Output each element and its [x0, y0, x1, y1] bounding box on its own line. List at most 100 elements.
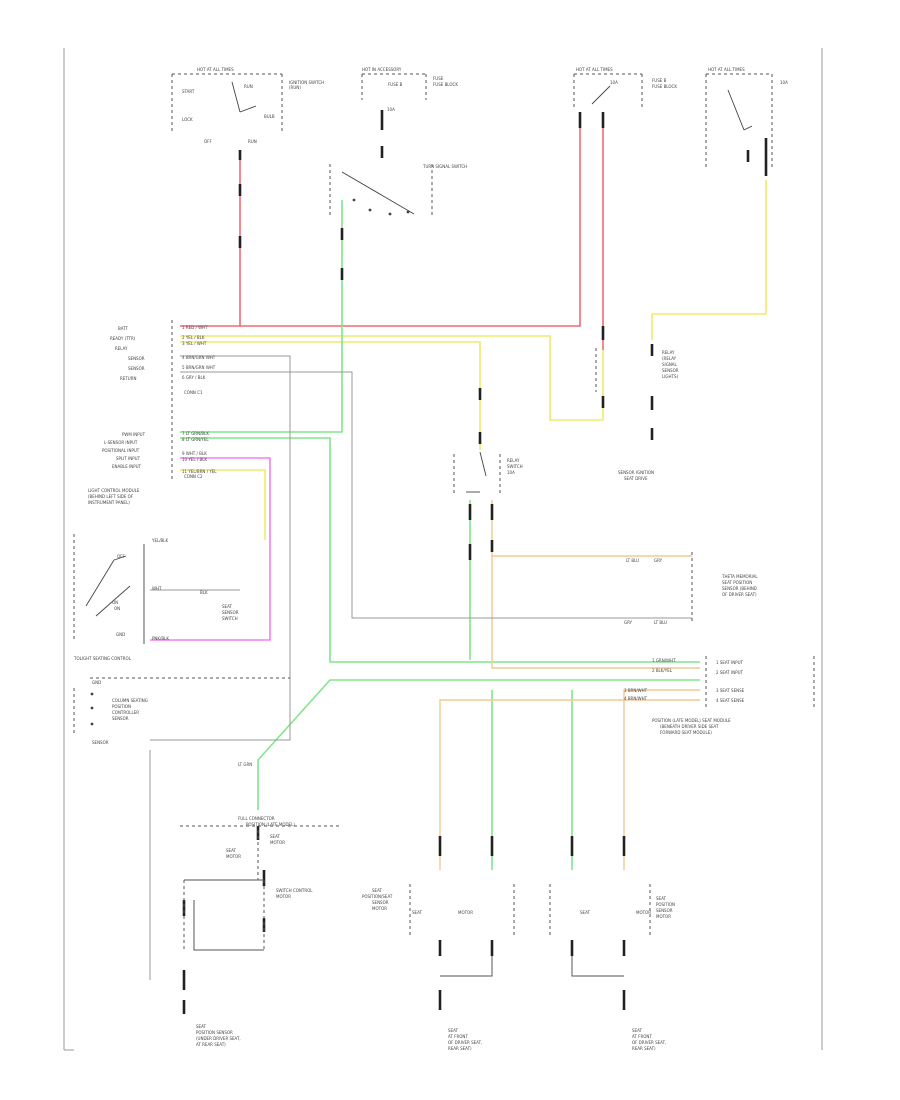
- diagram-label: LOCK: [182, 117, 193, 122]
- diagram-label: INSTRUMENT PANEL): [88, 500, 130, 505]
- diagram-label: MOTOR: [270, 840, 285, 845]
- diagram-label: PWM INPUT: [122, 432, 146, 437]
- diagram-label: SEAT DRIVE: [624, 476, 648, 481]
- diagram-label: OF DRIVER SEAT): [722, 592, 757, 597]
- diagram-label: 5 BRN/GRN WHT: [182, 365, 216, 370]
- diagram-label: BLK: [200, 590, 208, 595]
- diagram-label: 9 WHT / BLK: [182, 451, 207, 456]
- diagram-label: SEAT: [226, 848, 236, 853]
- fuse-block-3: HOT AT ALL TIMES 10A FUSE B FUSE BLOCK: [573, 67, 677, 108]
- diagram-label: TURN SIGNAL SWITCH: [422, 164, 467, 169]
- diagram-label: SEAT: [412, 910, 422, 915]
- seating-relay-panel: GND COLUMN SEATING POSITION CONTROLLER S…: [73, 677, 290, 745]
- diagram-label: SEAT: [580, 910, 590, 915]
- diagram-label: WHT: [152, 586, 162, 591]
- relay-sensor-right: RELAY (RELAY SIGNAL SENSOR LIGHTS) SENSO…: [595, 348, 679, 481]
- diagram-label: 10A: [610, 80, 618, 85]
- diagram-label: SEAT: [196, 1024, 206, 1029]
- wires-gray: [149, 355, 692, 980]
- diagram-label: RUN: [244, 84, 253, 89]
- diagram-label: SEAT POSITION: [722, 580, 752, 585]
- diagram-label: POSITION SENSOR: [196, 1030, 233, 1035]
- diagram-label: SEAT: [270, 834, 280, 839]
- page-frame: [63, 48, 823, 1051]
- diagram-label: LT BLU: [626, 558, 639, 563]
- diagram-label: (UNDER DRIVER SEAT,: [196, 1036, 241, 1041]
- diagram-label: 10A: [387, 107, 395, 112]
- diagram-label: MOTOR: [656, 914, 671, 919]
- diagram-label: POSITION: [112, 704, 131, 709]
- light-control-module: BATT READY (TTR) RELAY SENSOR SENSOR RET…: [88, 320, 217, 505]
- diagram-label: SENSOR: [662, 368, 679, 373]
- diagram-label: LT GRN: [238, 762, 252, 767]
- diagram-label: SWITCH: [222, 616, 238, 621]
- diagram-label: SENSOR: [128, 356, 145, 361]
- diagram-label: RETURN: [120, 376, 136, 381]
- diagram-label: POSITION (LATE MODEL): [246, 822, 295, 827]
- diagram-label: L-SENSOR INPUT: [104, 440, 138, 445]
- diagram-label: MOTOR: [636, 910, 651, 915]
- diagram-label: CONTROLLER: [112, 710, 139, 715]
- diagram-label: (RUN): [289, 85, 301, 90]
- turn-signal-switch: TURN SIGNAL SWITCH: [329, 164, 467, 216]
- diagram-label: POSITION (LATE MODEL) SEAT MODULE: [652, 718, 731, 723]
- diagram-label: 2 BLK/YEL: [652, 668, 673, 673]
- diagram-label: RELAY: [507, 458, 520, 463]
- wires-orange: [439, 500, 700, 870]
- diagram-label: LIGHTS): [662, 374, 678, 379]
- diagram-label: 3 BRN/WHT: [624, 688, 648, 693]
- diagram-label: IGNITION SWITCH: [289, 80, 324, 85]
- inline-connectors: [182, 110, 768, 1014]
- diagram-label: SENSOR: [372, 900, 389, 905]
- diagram-label: TOLIGHT SEATING CONTROL: [73, 656, 132, 661]
- diagram-label: FULL CONNECTOR: [238, 816, 275, 821]
- diagram-label: LIGHT CONTROL MODULE: [88, 488, 140, 493]
- diagram-label: LT BLU: [654, 620, 667, 625]
- diagram-label: HOT AT ALL TIMES: [576, 67, 613, 72]
- diagram-label: 10A: [780, 80, 788, 85]
- diagram-label: SIGNAL: [662, 362, 678, 367]
- diagram-label: MOTOR: [458, 910, 473, 915]
- diagram-label: FUSE B: [388, 82, 403, 87]
- diagram-label: SWITCH: [507, 464, 523, 469]
- relay-switch: RELAY SWITCH 10A: [453, 451, 523, 494]
- diagram-label: 1 SEAT INPUT: [716, 660, 744, 665]
- diagram-label: OF DRIVER SEAT,: [448, 1040, 482, 1045]
- diagram-label: FORWARD SEAT MODULE): [660, 730, 712, 735]
- diagram-label: 4 BRN/WHT: [624, 696, 648, 701]
- diagram-label: POSITIONAL INPUT: [102, 448, 140, 453]
- diagram-label: SENSOR: [128, 366, 145, 371]
- diagram-label: 3 YEL / WHT: [182, 341, 207, 346]
- diagram-label: ENABLE INPUT: [112, 464, 142, 469]
- diagram-label: OF DRIVER SEAT,: [632, 1040, 666, 1045]
- diagram-label: 10A: [507, 470, 515, 475]
- lower-motor-connector: LT GRN FULL CONNECTOR POSITION (LATE MOD…: [180, 762, 340, 1047]
- diagram-label: HOT AT ALL TIMES: [197, 67, 234, 72]
- diagram-label: GND: [92, 680, 101, 685]
- diagram-label: FUSE BLOCK: [433, 82, 458, 87]
- diagram-label: SEAT: [222, 604, 232, 609]
- diagram-label: 1 GRN/WHT: [652, 658, 676, 663]
- diagram-label: SPLIT INPUT: [116, 456, 141, 461]
- diagram-label: RELAY: [662, 350, 675, 355]
- diagram-label: SENSOR IGNITION: [618, 470, 654, 475]
- diagram-label: YEL/BLK: [151, 538, 169, 543]
- diagram-label: FUSE: [433, 76, 444, 81]
- diagram-label: CONN C1: [184, 390, 203, 395]
- diagram-label: POSITION/SEAT: [362, 894, 393, 899]
- diagram-label: 8 LT GRN/YEL: [182, 437, 209, 442]
- diagram-label: CONN C2: [184, 474, 203, 479]
- diagram-label: BULB: [264, 114, 275, 119]
- diagram-label: SENSOR: [112, 716, 129, 721]
- middle-seat-motor: SEAT POSITION/SEAT SENSOR MOTOR SEAT MOT…: [362, 884, 675, 1051]
- diagram-label: MOTOR: [226, 854, 241, 859]
- diagram-label: 10 YEL / BLK: [182, 457, 207, 462]
- diagram-label: SENSOR: [92, 740, 109, 745]
- wires-magenta: [150, 457, 271, 641]
- diagram-label: (BEHIND LEFT SIDE OF: [88, 494, 134, 499]
- diagram-label: SENSOR (BEHIND: [722, 586, 757, 591]
- seating-control-switch: OFF ON ON GND YEL/BLK WHT BLK PNK/BLK SE…: [73, 534, 239, 661]
- diagram-label: RELAY: [115, 346, 128, 351]
- diagram-label: SENSOR: [222, 610, 239, 615]
